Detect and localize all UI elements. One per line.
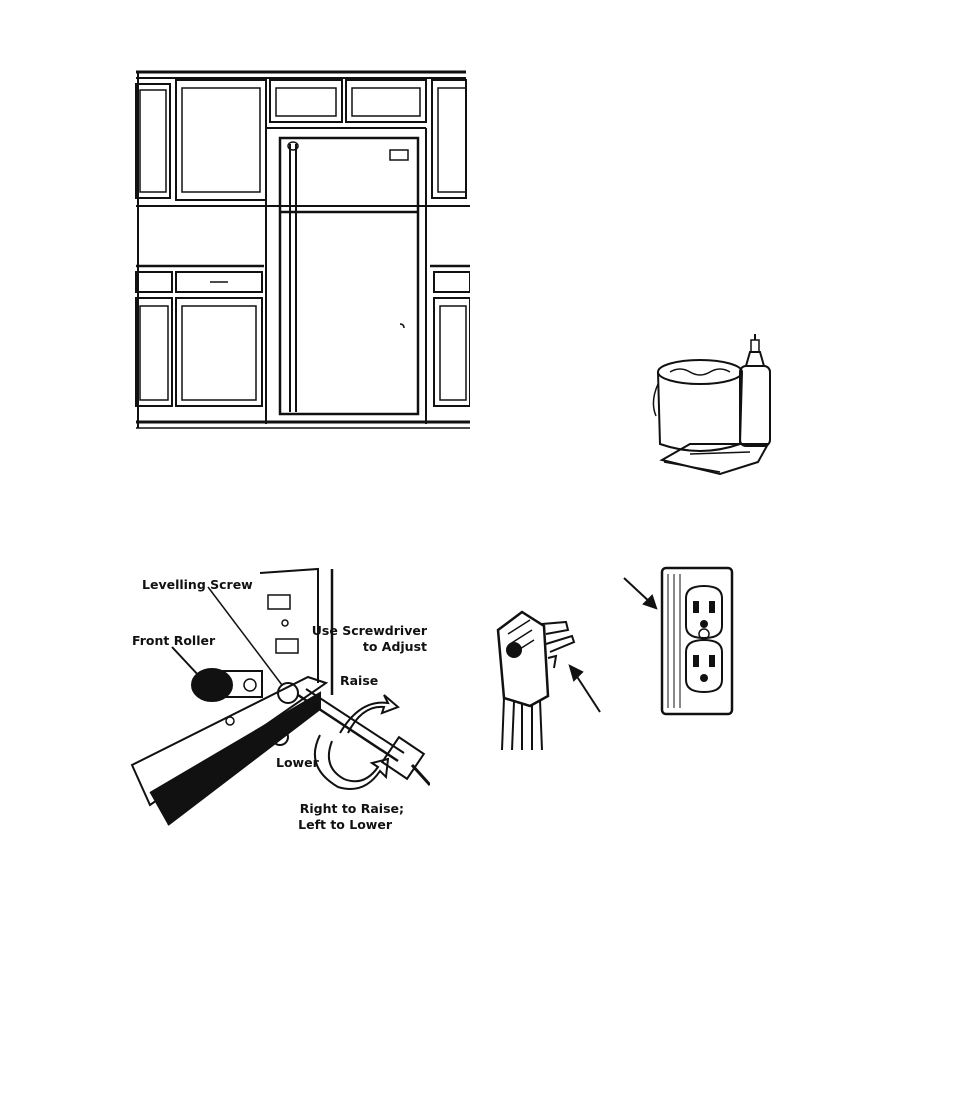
levelling-screw-diagram-icon bbox=[130, 565, 430, 831]
front-roller-label: Front Roller bbox=[132, 633, 215, 648]
three-prong-plug-and-outlet-icon bbox=[496, 564, 746, 754]
right-to-raise-label: Right to Raise; bbox=[280, 801, 404, 816]
cabinet-refrigerator-illustration bbox=[130, 66, 470, 432]
plug-outlet-illustration bbox=[496, 564, 746, 754]
levelling-diagram: Levelling Screw Front Roller Use Screwdr… bbox=[130, 565, 430, 831]
bucket-and-detergent-icon bbox=[650, 332, 776, 482]
levelling-screw-label: Levelling Screw bbox=[142, 577, 253, 592]
lower-label: Lower bbox=[276, 755, 319, 770]
use-screwdriver-label: Use Screwdriver bbox=[302, 623, 427, 638]
raise-label: Raise bbox=[340, 673, 378, 688]
to-adjust-label: to Adjust bbox=[302, 639, 427, 654]
cleaning-supplies-illustration bbox=[650, 332, 776, 482]
refrigerator-in-cabinet-icon bbox=[130, 66, 470, 432]
left-to-lower-label: Left to Lower bbox=[280, 817, 392, 832]
